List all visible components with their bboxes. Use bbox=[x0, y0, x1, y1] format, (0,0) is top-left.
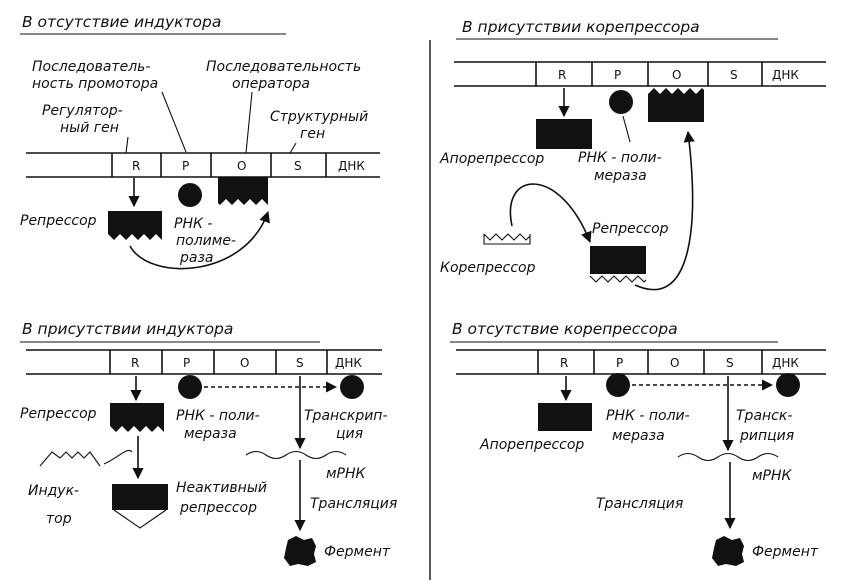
label-regulatory-1: Регулятор- bbox=[42, 103, 123, 119]
label-repressor: Репрессор bbox=[592, 221, 669, 237]
cell-dnk: ДНК bbox=[338, 159, 365, 173]
panel-title: В отсутствие индуктора bbox=[22, 13, 221, 31]
label-regulatory-2: ный ген bbox=[60, 120, 119, 136]
cell-s: S bbox=[296, 356, 304, 370]
label-polymerase-2: мераза bbox=[594, 168, 647, 184]
cell-s: S bbox=[294, 159, 302, 173]
corepressor-shape bbox=[483, 233, 531, 245]
label-transcription-1: Транск- bbox=[736, 408, 792, 424]
cell-s: S bbox=[730, 68, 738, 82]
inactive-repressor-shape bbox=[112, 484, 168, 510]
label-structural-2: ген bbox=[300, 126, 325, 142]
label-repressor: Репрессор bbox=[20, 213, 97, 229]
cell-r: R bbox=[132, 159, 140, 173]
label-transcription-2: рипция bbox=[739, 428, 794, 444]
dna-strip: R P O S ДНК bbox=[456, 349, 826, 375]
cell-p: P bbox=[183, 356, 190, 370]
cell-p: P bbox=[614, 68, 621, 82]
mrna-strand bbox=[677, 452, 779, 462]
label-corepressor: Корепрессор bbox=[440, 260, 536, 276]
cell-r: R bbox=[131, 356, 139, 370]
cell-p: P bbox=[616, 356, 623, 370]
label-structural-1: Структурный bbox=[270, 109, 368, 125]
enzyme-shape bbox=[712, 536, 744, 566]
dna-strip: R P O S ДНК bbox=[26, 349, 382, 375]
label-polymerase-1: РНК - поли- bbox=[176, 408, 260, 424]
polymerase-shape bbox=[606, 373, 630, 397]
dna-strip: R P O S ДНК bbox=[26, 152, 380, 178]
cell-r: R bbox=[558, 68, 566, 82]
cell-dnk: ДНК bbox=[772, 68, 799, 82]
label-polymerase-1: РНК - поли- bbox=[606, 408, 690, 424]
label-mrna: мРНК bbox=[752, 468, 793, 484]
repressor-shape bbox=[108, 211, 162, 240]
polymerase-shape bbox=[776, 373, 800, 397]
label-translation: Трансляция bbox=[596, 496, 683, 512]
label-operator-2: оператора bbox=[232, 76, 310, 92]
dna-strip: R P O S ДНК bbox=[454, 61, 826, 87]
panel-title: В отсутствие корепрессора bbox=[452, 320, 678, 338]
label-polymerase-2: полиме- bbox=[176, 233, 236, 249]
cell-o: O bbox=[672, 68, 681, 82]
label-enzyme: Фермент bbox=[324, 544, 391, 560]
polymerase-shape bbox=[609, 90, 633, 114]
label-transcription-2: ция bbox=[336, 426, 363, 442]
label-inducer-1: Индук- bbox=[28, 483, 79, 499]
cell-r: R bbox=[560, 356, 568, 370]
polymerase-shape bbox=[340, 375, 364, 399]
panel-top-right: В присутствии корепрессора R P O S ДНК А… bbox=[439, 18, 826, 291]
aporepressor-shape bbox=[538, 403, 592, 431]
cell-dnk: ДНК bbox=[772, 356, 799, 370]
label-promoter-2: ность промотора bbox=[32, 76, 158, 92]
cell-o: O bbox=[670, 356, 679, 370]
label-inducer-2: тор bbox=[46, 511, 72, 527]
label-transcription-1: Транскрип- bbox=[304, 408, 388, 424]
label-promoter-1: Последователь- bbox=[32, 59, 150, 75]
polymerase-shape bbox=[178, 375, 202, 399]
label-inactive-1: Неактивный bbox=[176, 480, 267, 496]
cell-p: P bbox=[182, 159, 189, 173]
label-aporepressor: Апорепрессор bbox=[439, 151, 544, 167]
panel-bottom-right: В отсутствие корепрессора R P O S ДНК Ап… bbox=[450, 320, 826, 566]
label-polymerase-1: РНК - bbox=[174, 216, 212, 232]
label-aporepressor: Апорепрессор bbox=[479, 437, 584, 453]
cell-dnk: ДНК bbox=[335, 356, 362, 370]
repressor-shape bbox=[590, 246, 646, 274]
label-inactive-2: репрессор bbox=[179, 500, 257, 516]
panel-title: В присутствии корепрессора bbox=[462, 18, 700, 36]
panel-bottom-left: В присутствии индуктора R P O S ДНК Репр… bbox=[20, 320, 397, 566]
panel-top-left: В отсутствие индуктора Последователь- но… bbox=[20, 13, 380, 270]
cell-o: O bbox=[237, 159, 246, 173]
mrna-strand bbox=[245, 450, 347, 460]
label-mrna: мРНК bbox=[326, 466, 367, 482]
label-polymerase-1: РНК - поли- bbox=[578, 150, 662, 166]
cell-o: O bbox=[240, 356, 249, 370]
repressor-bound-shape bbox=[648, 88, 704, 122]
aporepressor-shape bbox=[536, 119, 592, 149]
cell-s: S bbox=[726, 356, 734, 370]
label-operator-1: Последовательность bbox=[206, 59, 361, 75]
panel-title: В присутствии индуктора bbox=[22, 320, 233, 338]
repressor-shape bbox=[110, 403, 164, 432]
label-polymerase-2: мераза bbox=[184, 426, 237, 442]
enzyme-shape bbox=[284, 536, 316, 566]
repressor-bound-shape bbox=[218, 177, 268, 205]
label-polymerase-2: мераза bbox=[612, 428, 665, 444]
label-repressor: Репрессор bbox=[20, 406, 97, 422]
label-enzyme: Фермент bbox=[752, 544, 819, 560]
label-translation: Трансляция bbox=[310, 496, 397, 512]
label-polymerase-3: раза bbox=[179, 250, 214, 266]
polymerase-shape bbox=[178, 183, 202, 207]
inducer-shape bbox=[39, 451, 101, 467]
